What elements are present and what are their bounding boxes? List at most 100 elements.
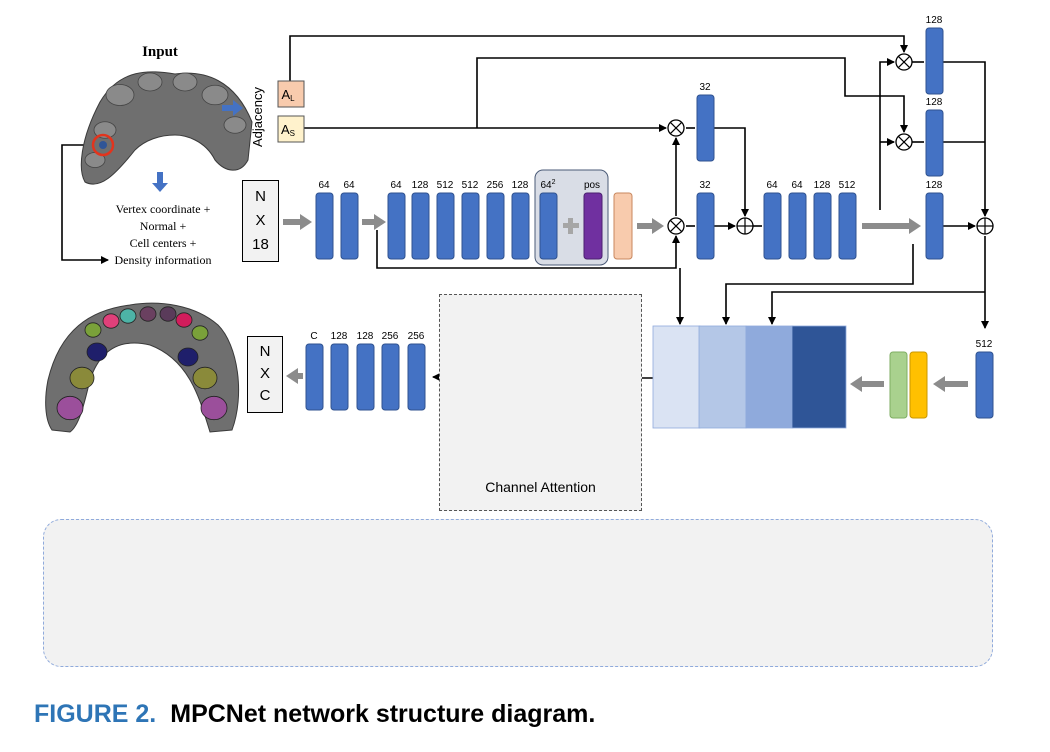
channel-attention-title: Channel Attention [485,479,596,495]
segmented-tooth [200,395,228,421]
head-conv [407,343,426,411]
fused-conv [925,192,944,260]
head-to-output-arrow-head [286,368,298,384]
feature-stack-block [791,325,847,429]
global-arrow [943,381,968,387]
encoder-stage1-conv [340,192,359,260]
large-mid-label: 128 [926,97,943,108]
encoder-stage2-conv [511,192,530,260]
feature-stack-block [698,325,747,429]
encoder-stage2-label: 128 [512,180,529,191]
large-mid-adjacency-line [476,57,908,133]
input-title: Input [142,44,178,60]
small-branch-label: 32 [699,82,711,93]
input-to-adjacency-arrow-head [233,100,243,116]
feature-stack-block [652,325,701,429]
encoder-stage2-label: 512 [462,180,479,191]
segmented-tooth [175,312,193,328]
input-size-n: N [255,188,266,205]
input-to-adjacency-arrow [222,105,234,111]
feature-line: Normal + [139,219,187,233]
encoder-stage1-label: 64 [343,180,355,191]
caption-title: MPCNet network structure diagram. [170,700,596,728]
output-size-c: C [259,387,271,404]
fused-label: 128 [926,180,943,191]
fused-to-large-top [879,58,895,210]
position-conv [539,192,558,260]
to-fused-arrow [862,223,911,229]
after-concat-label: 128 [814,180,831,191]
after-concat-label: 64 [766,180,778,191]
input-size-x: X [255,212,266,229]
density-link [61,144,109,264]
feature-line: Vertex coordinate + [115,202,211,216]
encoder-stage1-conv [315,192,334,260]
feature-line: Cell centers + [129,236,197,250]
adjacency-large-box [277,80,305,108]
after-concat-label: 512 [839,180,856,191]
main-multiply-x2 [669,219,683,233]
segmented-tooth [102,313,120,329]
input-tooth [105,84,135,106]
main-branch-label: 32 [699,180,711,191]
segmented-tooth [159,306,177,322]
figure-caption: FIGURE 2.MPCNet network structure diagra… [34,700,595,729]
input-tooth [172,72,198,92]
encoder-stage2-label: 128 [412,180,429,191]
input-size-18: 18 [252,236,269,253]
global-max-pool [909,351,928,419]
adjacency-label: Adjacency [250,87,265,147]
head-label: 128 [357,331,374,342]
encoder-stage1-label: 64 [318,180,330,191]
input-tooth [201,84,229,106]
head-conv [330,343,349,411]
input-tooth [93,121,117,139]
small-scale-multiply-x2 [669,121,683,135]
output-size-box: N X C [247,336,283,413]
legend-panel [43,519,993,667]
upsample-arrow-head [850,376,862,392]
large-top-conv [925,27,944,95]
upsample-arrow [860,381,884,387]
encoder-skip-line [376,230,680,269]
main-branch-conv [696,192,715,260]
global-conv [975,351,994,419]
segmented-tooth [86,342,108,362]
after-concat-label: 64 [791,180,803,191]
after-concat-conv [813,192,832,260]
tensor-reshape-bar [613,192,633,260]
position-pos-label: pos [584,180,600,191]
feature-stack-block [745,325,794,429]
selected-cell-marker [91,133,115,157]
large-adjacency-line [289,35,908,81]
head-conv [381,343,400,411]
encoder-arrow-3-head [652,218,664,234]
small-branch-conv [696,94,715,162]
large-mid-conv [925,109,944,177]
input-to-features-arrow-head [152,183,168,192]
to-fused-arrow-head [909,218,921,234]
global-label: 512 [976,339,993,350]
segmented-tooth [191,325,209,341]
head-label: 256 [408,331,425,342]
encoder-stage2-conv [436,192,455,260]
head-label: 128 [331,331,348,342]
output-size-x: X [259,365,270,382]
encoder-stage2-label: 256 [487,180,504,191]
upsampling-bar [889,351,908,419]
head-conv [356,343,375,411]
input-tooth [223,116,247,134]
encoder-stage2-conv [486,192,505,260]
global-arrow-head [933,376,945,392]
encoder-stage2-conv [461,192,480,260]
encoder-stage2-label: 64 [390,180,402,191]
head-label: C [310,331,317,342]
encoder-stage2-conv [411,192,430,260]
feature-line: Density information [114,253,212,267]
large-top-to-concat [943,61,989,217]
small-conv-to-concat [714,127,749,217]
head-conv [305,343,324,411]
input-size-box: N X 18 [242,180,279,262]
selected-cell-dot [99,141,107,149]
